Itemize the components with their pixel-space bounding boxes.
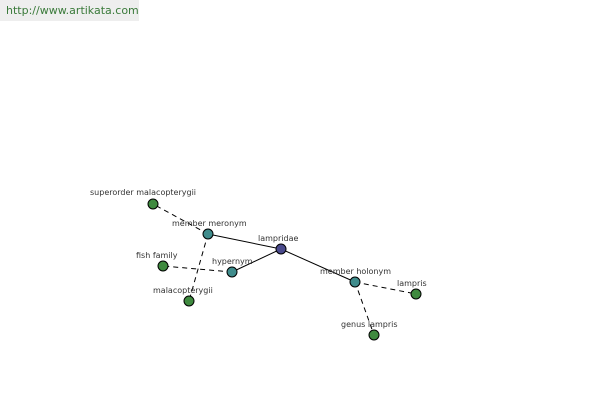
node-label-superorder-malacopterygii[interactable]: superorder malacopterygii: [90, 188, 196, 197]
node-label-fish-family[interactable]: fish family: [136, 251, 178, 260]
node-lampridae[interactable]: [275, 243, 287, 255]
node-lampris[interactable]: [410, 288, 422, 300]
node-hypernym[interactable]: [226, 266, 238, 278]
edge-member-holonym-to-genus-lampris: [354, 281, 375, 336]
edge-lampridae-to-member-meronym: [207, 233, 282, 250]
node-superorder-malacopterygii[interactable]: [147, 198, 159, 210]
edge-member-meronym-to-superorder-malacopterygii: [152, 203, 209, 235]
node-member-meronym[interactable]: [202, 228, 214, 240]
edges-layer: [152, 203, 417, 336]
node-malacopterygii[interactable]: [183, 295, 195, 307]
edge-member-meronym-to-malacopterygii: [188, 233, 209, 302]
edge-lampridae-to-member-holonym: [280, 248, 356, 283]
nodes-layer: [147, 198, 422, 341]
node-genus-lampris[interactable]: [368, 329, 380, 341]
labels-layer: lampridae member meronym hypernym member ho…: [90, 188, 427, 329]
node-fish-family[interactable]: [157, 260, 169, 272]
node-label-hypernym[interactable]: hypernym: [212, 257, 253, 266]
node-label-member-holonym[interactable]: member holonym: [320, 267, 391, 276]
edge-member-holonym-to-lampris: [354, 281, 417, 295]
node-label-member-meronym[interactable]: member meronym: [172, 219, 247, 228]
node-label-malacopterygii[interactable]: malacopterygii: [153, 286, 213, 295]
edge-lampridae-to-hypernym: [231, 248, 282, 273]
node-label-lampridae[interactable]: lampridae: [258, 234, 298, 243]
node-label-lampris[interactable]: lampris: [397, 279, 427, 288]
node-label-genus-lampris[interactable]: genus lampris: [341, 320, 398, 329]
node-member-holonym[interactable]: [349, 276, 361, 288]
edge-hypernym-to-fish-family: [162, 265, 233, 273]
source-url-banner[interactable]: http://www.artikata.com: [0, 0, 139, 21]
